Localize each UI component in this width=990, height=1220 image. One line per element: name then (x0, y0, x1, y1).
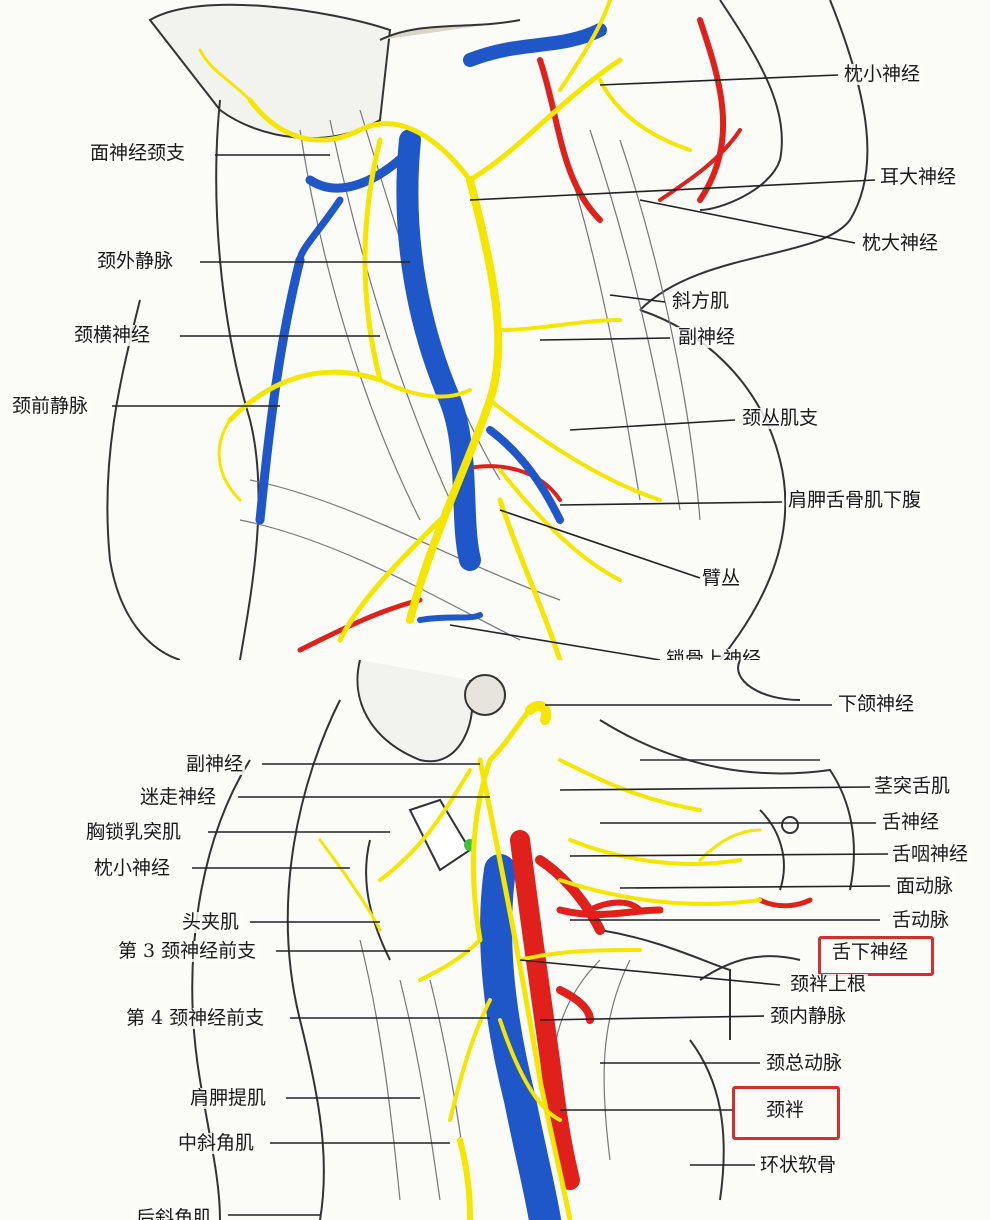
label-mandibular-nerve: 下颌神经 (836, 693, 917, 715)
label-lesser-occipital-nerve: 枕小神经 (92, 857, 173, 879)
label-cricoid-cartilage: 环状软骨 (758, 1154, 839, 1176)
top-outlines (106, 0, 869, 660)
top-leader-lines (112, 74, 876, 660)
label-inferior-belly-omohyoid: 肩胛舌骨肌下腹 (786, 489, 924, 511)
label-c4-anterior-branch: 第 4 颈神经前支 (124, 1007, 267, 1029)
highlight-box-ansa-cervicalis (732, 1086, 840, 1140)
label-brachial-plexus: 臂丛 (700, 567, 743, 589)
top-nerves (198, 0, 692, 660)
top-anatomy-illustration (106, 0, 876, 660)
label-transverse-cervical-nerve: 颈横神经 (72, 324, 153, 346)
label-trapezius: 斜方肌 (670, 290, 732, 312)
label-glossopharyngeal-nerve: 舌咽神经 (890, 843, 971, 865)
label-vagus-nerve: 迷走神经 (138, 786, 219, 808)
label-sternocleidomastoid: 胸锁乳突肌 (84, 821, 184, 843)
label-ansa-cervicalis: 颈袢 (766, 1099, 805, 1121)
label-levator-scapulae: 肩胛提肌 (188, 1087, 269, 1109)
label-external-jugular-vein: 颈外静脉 (95, 250, 176, 272)
bottom-anatomy-illustration (191, 660, 891, 1220)
bottom-internal-jugular-vein (480, 854, 561, 1220)
label-cervical-plexus-muscular-branches: 颈丛肌支 (740, 407, 821, 429)
label-small-occipital-nerve: 枕小神经 (842, 63, 923, 85)
label-ansa-superior-root: 颈袢上根 (788, 973, 869, 995)
top-anatomy-figure: 枕小神经 面神经颈支 耳大神经 枕大神经 颈外静脉 斜方肌 副神经 颈横神经 颈… (10, 0, 959, 660)
label-anterior-jugular-vein: 颈前静脉 (10, 395, 91, 417)
label-splenius-capitis: 头夹肌 (180, 911, 242, 933)
bottom-anatomy-figure: 下颌神经 副神经 茎突舌肌 迷走神经 舌神经 胸锁乳突肌 舌咽神经 枕小神经 面… (0, 660, 990, 1220)
label-lingual-nerve: 舌神经 (880, 811, 942, 833)
label-lingual-artery: 舌动脉 (890, 909, 952, 931)
label-internal-jugular-vein: 颈内静脉 (768, 1005, 849, 1027)
label-accessory-nerve-top: 副神经 (676, 326, 738, 348)
bottom-arteries (510, 830, 813, 1190)
label-styloglossus: 茎突舌肌 (872, 775, 953, 797)
label-posterior-scalene-cut: 后斜角肌 (134, 1208, 215, 1220)
label-great-auricular-nerve: 耳大神经 (878, 166, 959, 188)
highlight-box-hypoglossal-nerve (818, 936, 934, 976)
label-hypoglossal-nerve: 舌下神经 (832, 941, 909, 963)
label-greater-occipital-nerve: 枕大神经 (860, 232, 941, 254)
label-accessory-nerve-bottom: 副神经 (184, 753, 246, 775)
label-middle-scalene: 中斜角肌 (176, 1132, 257, 1154)
bottom-outlines (191, 660, 855, 1220)
top-veins (255, 23, 607, 623)
label-c3-anterior-branch: 第 3 颈神经前支 (116, 940, 259, 962)
label-facial-artery: 面动脉 (894, 875, 956, 897)
label-common-carotid-artery: 颈总动脉 (764, 1052, 845, 1074)
bottom-leader-lines (192, 704, 891, 1216)
label-facial-nerve-cervical-branch: 面神经颈支 (88, 142, 188, 164)
label-supraclavicular-nerve-cut: 锁骨上神经 (664, 649, 764, 660)
